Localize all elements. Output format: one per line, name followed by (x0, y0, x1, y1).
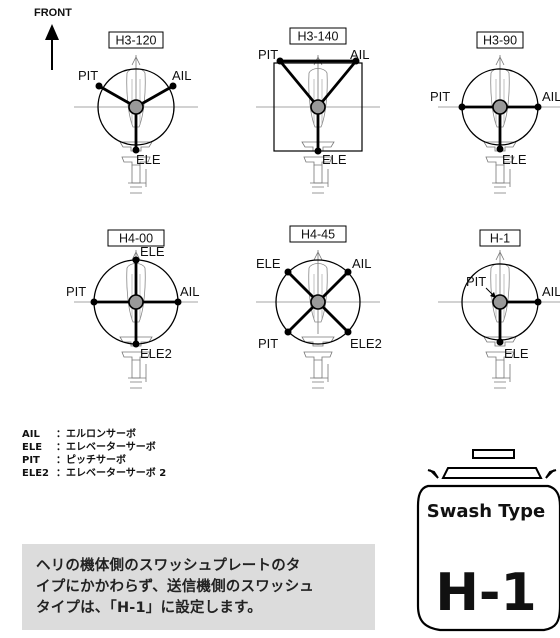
swash-panel-h3-90: H3-90 PIT AIL ELE (430, 31, 560, 194)
swash-panel-h-1: H-1 PIT AIL ELE (438, 229, 560, 389)
badge-title: Swash Type (427, 501, 546, 522)
servo-label-pit: PIT (430, 89, 450, 104)
legend-row: AIL ：エルロンサーボ (22, 428, 166, 441)
servo-label-pit: PIT (466, 274, 486, 289)
legend-value: ：エレベーターサーボ (56, 442, 156, 453)
servo-label-ele2: ELE2 (350, 336, 382, 351)
servo-label-ele2: ELE2 (140, 346, 172, 361)
servo-label-ele: ELE (136, 152, 161, 167)
servo-label-ele: ELE (140, 244, 165, 259)
front-arrow-icon (45, 24, 59, 40)
swash-title: H3-120 (116, 34, 157, 48)
note-box: ヘリの機体側のスワッシュプレートのタ イプにかかわらず、送信機側のスワッシュ タ… (22, 544, 375, 630)
badge-value: H-1 (435, 563, 536, 623)
helicopter-outline-icon (301, 249, 335, 389)
legend-key: ELE (22, 442, 43, 453)
front-indicator: FRONT (34, 7, 72, 70)
swash-title: H4-45 (301, 228, 335, 242)
servo-label-pit: PIT (258, 336, 278, 351)
servo-label-pit: PIT (258, 47, 278, 62)
servo-legend: AIL ：エルロンサーボ ELE ：エレベーターサーボ PIT ：ピッチサーボ … (22, 428, 166, 480)
servo-label-ele: ELE (502, 152, 527, 167)
servo-label-ail: AIL (352, 256, 372, 271)
note-text: ヘリの機体側のスワッシュプレートのタ イプにかかわらず、送信機側のスワッシュ タ… (36, 556, 363, 619)
servo-label-ele: ELE (504, 346, 529, 361)
servo-label-pit: PIT (66, 284, 86, 299)
legend-row: PIT ：ピッチサーボ (22, 454, 166, 467)
swash-type-badge: Swash Type H-1 (416, 449, 560, 632)
legend-row: ELE2 ：エレベーターサーボ 2 (22, 467, 166, 480)
servo-label-ail: AIL (180, 284, 200, 299)
legend-key: AIL (22, 429, 40, 440)
legend-value: ：エレベーターサーボ 2 (56, 468, 167, 479)
swash-panel-h3-140: H3-140 PIT AIL ELE (256, 27, 380, 194)
legend-key: PIT (22, 455, 40, 466)
servo-label-ail: AIL (350, 47, 370, 62)
swash-panel-h4-45: H4-45 ELE AIL PIT ELE2 (256, 225, 382, 389)
swash-title: H4-00 (119, 232, 153, 246)
swash-panel-h3-120: H3-120 PIT AIL ELE (74, 31, 198, 194)
legend-value: ：ピッチサーボ (56, 455, 126, 466)
swash-title: H3-90 (483, 34, 517, 48)
note-line: タイプは、「H-1」に設定します。 (36, 600, 262, 616)
servo-label-ele: ELE (256, 256, 281, 271)
front-label: FRONT (34, 7, 72, 19)
note-line: ヘリの機体側のスワッシュプレートのタ (36, 558, 301, 574)
legend-value: ：エルロンサーボ (56, 429, 136, 440)
note-line: イプにかかわらず、送信機側のスワッシュ (36, 579, 314, 595)
swash-title: H3-140 (298, 30, 339, 44)
servo-label-ail: AIL (542, 89, 560, 104)
swash-panel-h4-00: H4-00 ELE PIT AIL ELE2 (66, 229, 200, 389)
swash-title: H-1 (490, 232, 510, 246)
legend-row: ELE ：エレベーターサーボ (22, 441, 166, 454)
servo-label-pit: PIT (78, 68, 98, 83)
servo-label-ail: AIL (542, 284, 560, 299)
servo-label-ail: AIL (172, 68, 192, 83)
servo-label-ele: ELE (322, 152, 347, 167)
legend-key: ELE2 (22, 468, 49, 479)
